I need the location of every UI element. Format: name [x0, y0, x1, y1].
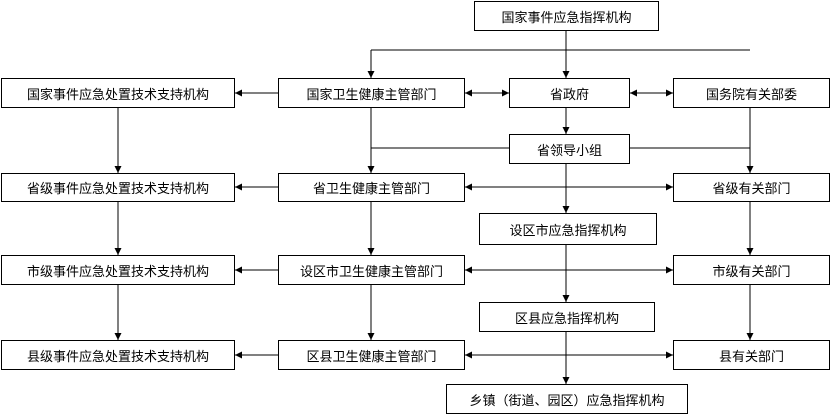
- node-national-tech: 国家事件应急处置技术支持机构: [1, 78, 235, 108]
- node-town-command: 乡镇（街道、园区）应急指挥机构: [446, 384, 688, 414]
- node-provincial-gov: 省政府: [509, 78, 630, 108]
- node-national-command: 国家事件应急指挥机构: [474, 1, 659, 31]
- node-city-command: 设区市应急指挥机构: [479, 213, 657, 245]
- node-county-command: 区县应急指挥机构: [479, 302, 655, 332]
- node-city-health: 设区市卫生健康主管部门: [278, 255, 465, 285]
- node-county-health: 区县卫生健康主管部门: [278, 340, 465, 370]
- node-state-council: 国务院有关部委: [673, 78, 830, 108]
- node-provincial-tech: 省级事件应急处置技术支持机构: [1, 173, 235, 202]
- node-national-health: 国家卫生健康主管部门: [278, 78, 465, 108]
- node-provincial-health: 省卫生健康主管部门: [278, 173, 465, 202]
- node-provincial-group: 省领导小组: [509, 134, 630, 164]
- node-provincial-depts: 省级有关部门: [673, 173, 830, 202]
- node-city-tech: 市级事件应急处置技术支持机构: [1, 255, 235, 285]
- node-county-depts: 县有关部门: [673, 340, 830, 370]
- node-city-depts: 市级有关部门: [673, 255, 830, 285]
- node-county-tech: 县级事件应急处置技术支持机构: [1, 340, 235, 370]
